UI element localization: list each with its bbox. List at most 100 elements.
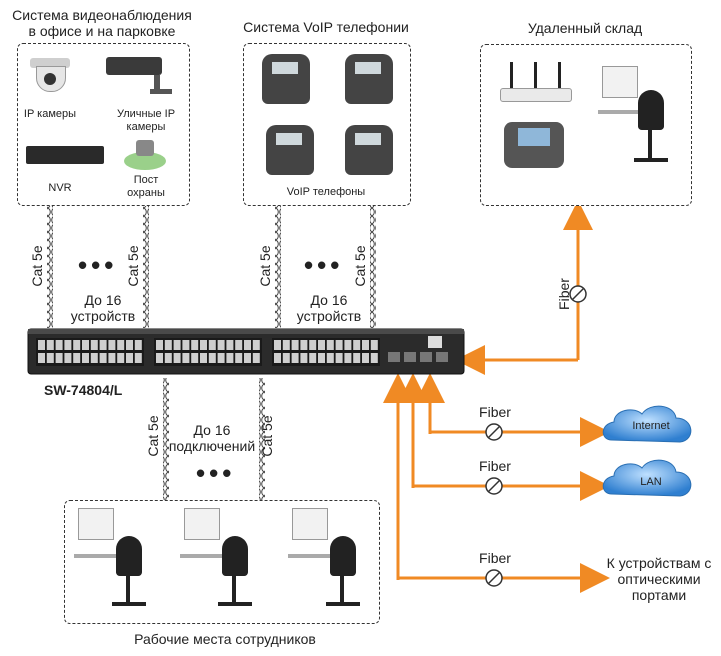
cat5e-label-2: Cat 5e [125,245,141,287]
switch-port [353,340,361,350]
switch-port [274,340,281,350]
switch-port [335,353,343,363]
switch-port [164,340,172,350]
cctv-title-line1: Система видеонаблюдения [12,7,192,23]
switch-port [108,353,116,363]
switch-port [282,353,290,363]
voip-title: Система VoIP телефонии [243,19,409,35]
switch-port [99,340,107,350]
switch-port [300,340,308,350]
switch-port [90,353,98,363]
switch-port [46,353,54,363]
fiber-label-lan: Fiber [479,458,511,474]
switch-port [326,353,334,363]
switch-port [370,340,378,350]
switch-port [64,353,72,363]
switch-port [226,340,234,350]
switch-port [99,353,107,363]
switch-port [208,353,216,363]
workstation-icon-3 [288,508,368,616]
switch-port [318,340,325,350]
switch-port [318,353,325,363]
cctv-title-line2: в офисе и на парковке [28,23,176,39]
ip-cameras-label: IP камеры [23,108,77,120]
switch-port [38,353,45,363]
workstation-capacity-line1: До 16 [193,422,231,438]
switch-port [370,353,378,363]
guard-post-icon [124,140,166,170]
switch-port [217,340,225,350]
switch-port [235,340,243,350]
cctv-capacity-line2: устройств [70,308,136,324]
switch-port [156,340,163,350]
voip-phones-label: VoIP телефоны [286,186,366,198]
guard-post-label: Пост охраны [127,174,165,199]
switch-port [108,340,116,350]
switch-port [235,353,243,363]
cat5e-label-6: Cat 5e [259,415,275,457]
cat5e-cables [47,206,376,502]
switch-port [217,353,225,363]
switch-port [344,353,352,363]
switch-port [200,340,207,350]
nvr-label: NVR [48,182,72,194]
optical-destination-line2: оптическими [617,571,701,587]
voip-phone-icon-4 [345,125,393,175]
switch-port [182,353,190,363]
cctv-capacity-line1: До 16 [84,292,122,308]
switch-port [126,340,133,350]
remote-workstation-icon [598,66,678,176]
switch-port [117,340,125,350]
switch-port [200,353,207,363]
ellipsis-cctv: ••• [78,250,118,280]
switch-port [126,353,133,363]
optical-destination-line3: портами [631,587,687,603]
cat5e-label-3: Cat 5e [257,245,273,287]
switch-port [226,353,234,363]
optical-destination-line1: К устройствам с [606,555,712,571]
voip-capacity-line1: До 16 [310,292,348,308]
switch-port [326,340,334,350]
ellipsis-voip: ••• [304,250,344,280]
switch-port [164,353,172,363]
switch-port [73,353,81,363]
router-icon [500,62,574,102]
switch-device [27,328,465,375]
switch-port [244,340,251,350]
warehouse-title: Удаленный склад [527,20,643,36]
nvr-icon [26,146,104,164]
lan-cloud-icon [602,459,692,497]
switch-port [134,353,142,363]
cat5e-label-5: Cat 5e [145,415,161,457]
switch-port [82,353,89,363]
switch-port [156,353,163,363]
voip-capacity-line2: устройств [296,308,362,324]
switch-port [300,353,308,363]
switch-port [309,340,317,350]
switch-port [309,353,317,363]
switch-model-label: SW-74804/L [44,382,123,398]
switch-port [353,353,361,363]
switch-port [362,353,369,363]
cat5e-label-1: Cat 5e [29,245,45,287]
switch-port [134,340,142,350]
switch-port [64,340,72,350]
switch-port [252,353,260,363]
switch-port [191,340,199,350]
internet-label: Internet [632,420,670,432]
voip-phone-icon-2 [345,54,393,104]
fiber-label-warehouse: Fiber [556,278,572,310]
switch-port [282,340,290,350]
switch-port [244,353,251,363]
switch-port [182,340,190,350]
workstation-icon-1 [74,508,154,616]
switch-port [291,353,299,363]
switch-port [362,340,369,350]
switch-port [291,340,299,350]
switch-port [46,340,54,350]
switch-port [191,353,199,363]
internet-cloud-icon [602,405,692,443]
fiber-label-optical: Fiber [479,550,511,566]
switch-port [173,353,181,363]
